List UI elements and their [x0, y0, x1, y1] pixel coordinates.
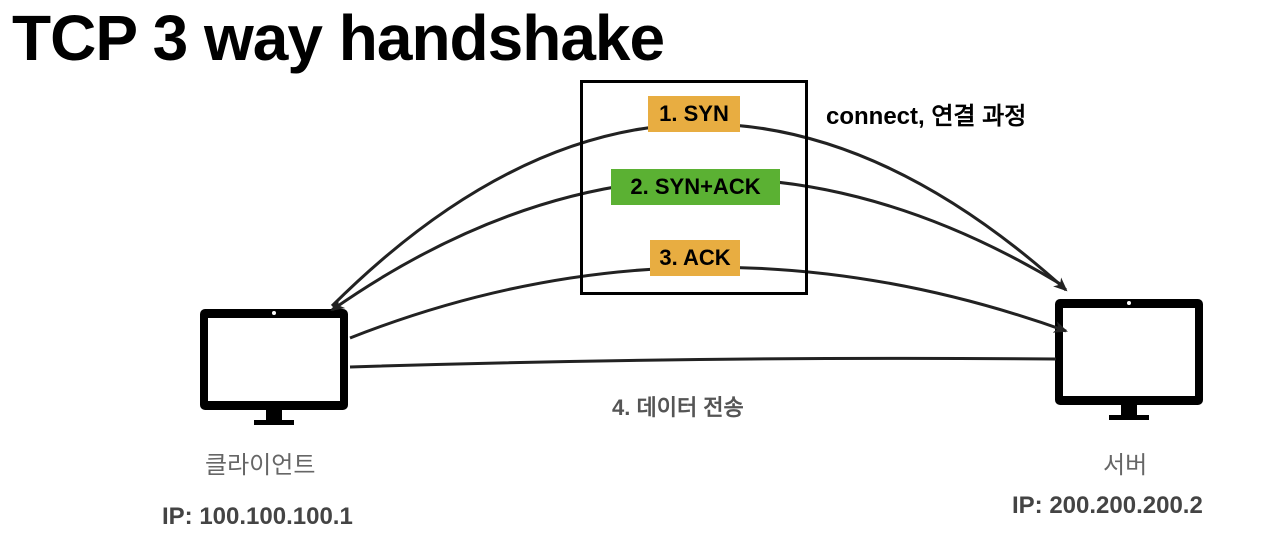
connect-label: connect, 연결 과정 — [826, 103, 1027, 130]
server-ip: IP: 200.200.200.2 — [1012, 492, 1203, 519]
data-transfer-label: 4. 데이터 전송 — [612, 395, 744, 420]
handshake-box — [580, 80, 808, 295]
ack-label: 3. ACK — [650, 240, 740, 276]
client-monitor-icon — [200, 309, 348, 425]
data-transfer-line — [349, 356, 1057, 369]
diagram-title: TCP 3 way handshake — [12, 2, 665, 74]
client-ip: IP: 100.100.100.1 — [162, 503, 353, 530]
client-label: 클라이언트 — [205, 452, 316, 479]
synack-label: 2. SYN+ACK — [611, 169, 780, 205]
server-monitor-icon — [1055, 299, 1203, 420]
server-label: 서버 — [1103, 452, 1148, 479]
syn-label: 1. SYN — [648, 96, 740, 132]
